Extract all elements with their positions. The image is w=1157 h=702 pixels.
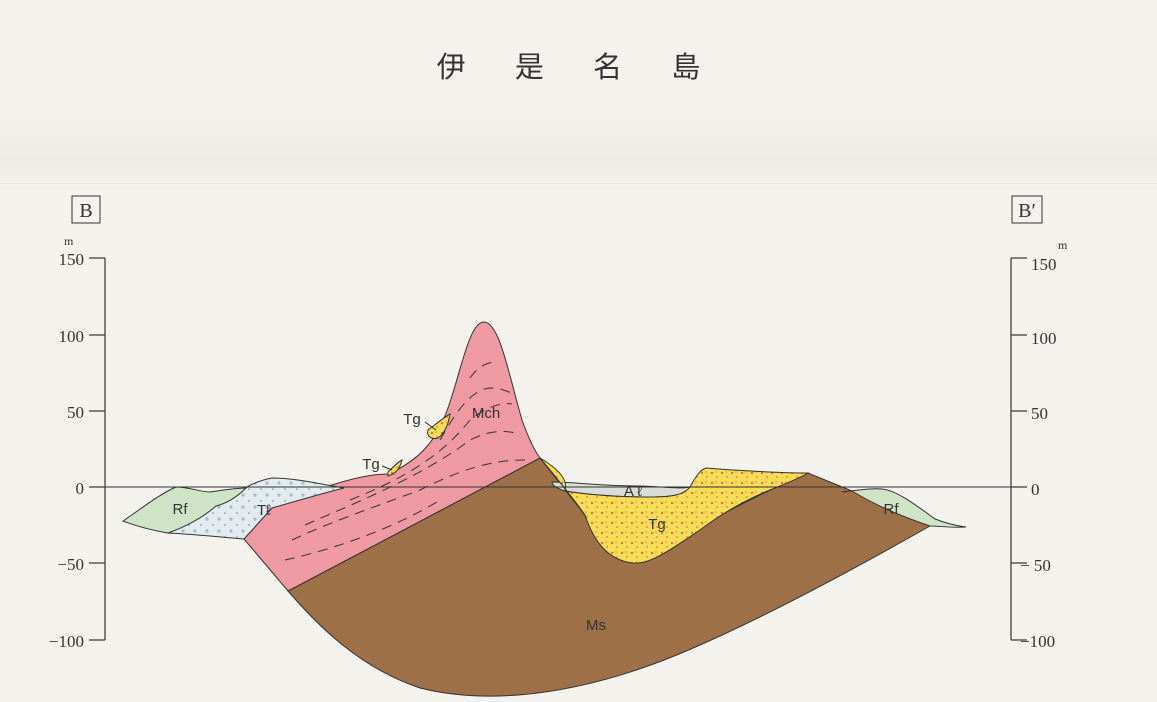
left-elevation-axis: m 150 100 50 0 −50 −100 — [49, 234, 106, 651]
label-mch: Mch — [472, 405, 500, 422]
section-marker-right: B′ — [1011, 195, 1043, 224]
right-tick-label: 100 — [1031, 329, 1057, 348]
scan-band — [0, 110, 1157, 190]
label-al: A ℓ — [624, 483, 642, 500]
tg-lower-leader — [381, 465, 393, 471]
left-tick-label: 150 — [59, 250, 85, 269]
paper-fold-line — [0, 183, 1157, 185]
left-tick-label: 0 — [76, 479, 85, 498]
label-tg-lower: Tg — [362, 456, 380, 473]
section-marker-left: B — [71, 195, 101, 224]
left-tick-label: −50 — [57, 555, 84, 574]
right-tick-label: 150 — [1031, 255, 1057, 274]
label-rf-right: Rf — [884, 501, 900, 518]
right-tick-label: 50 — [1031, 404, 1048, 423]
unit-rf-right-polygon — [841, 488, 967, 528]
right-tick-label: −100 — [1020, 632, 1055, 651]
unit-ms-polygon — [287, 457, 932, 697]
mch-bedding-lines — [284, 361, 526, 561]
label-rf-left: Rf — [173, 501, 189, 518]
tg-upper-leader — [424, 421, 437, 431]
unit-tg-right-polygon — [539, 457, 810, 564]
right-elevation-axis: m 150 100 50 0 − 50 −100 — [1010, 238, 1068, 651]
label-tg-upper: Tg — [403, 411, 421, 428]
right-tick-label: − 50 — [1020, 556, 1051, 575]
left-tick-label: −100 — [49, 632, 84, 651]
page-title: 伊 是 名 島 — [436, 50, 721, 84]
section-label-left: B — [79, 200, 92, 222]
left-axis-unit: m — [64, 234, 74, 248]
unit-tg-upper-polygon — [427, 413, 451, 439]
label-tl: Tℓ — [257, 502, 271, 519]
section-label-right: B′ — [1018, 200, 1036, 222]
right-tick-label: 0 — [1031, 480, 1040, 499]
unit-tg-lower-polygon — [387, 459, 403, 477]
label-ms: Ms — [586, 617, 606, 634]
right-axis-unit: m — [1058, 238, 1068, 252]
left-tick-label: 100 — [59, 327, 85, 346]
label-tg-right: Tg — [648, 516, 666, 533]
left-tick-label: 50 — [67, 403, 84, 422]
